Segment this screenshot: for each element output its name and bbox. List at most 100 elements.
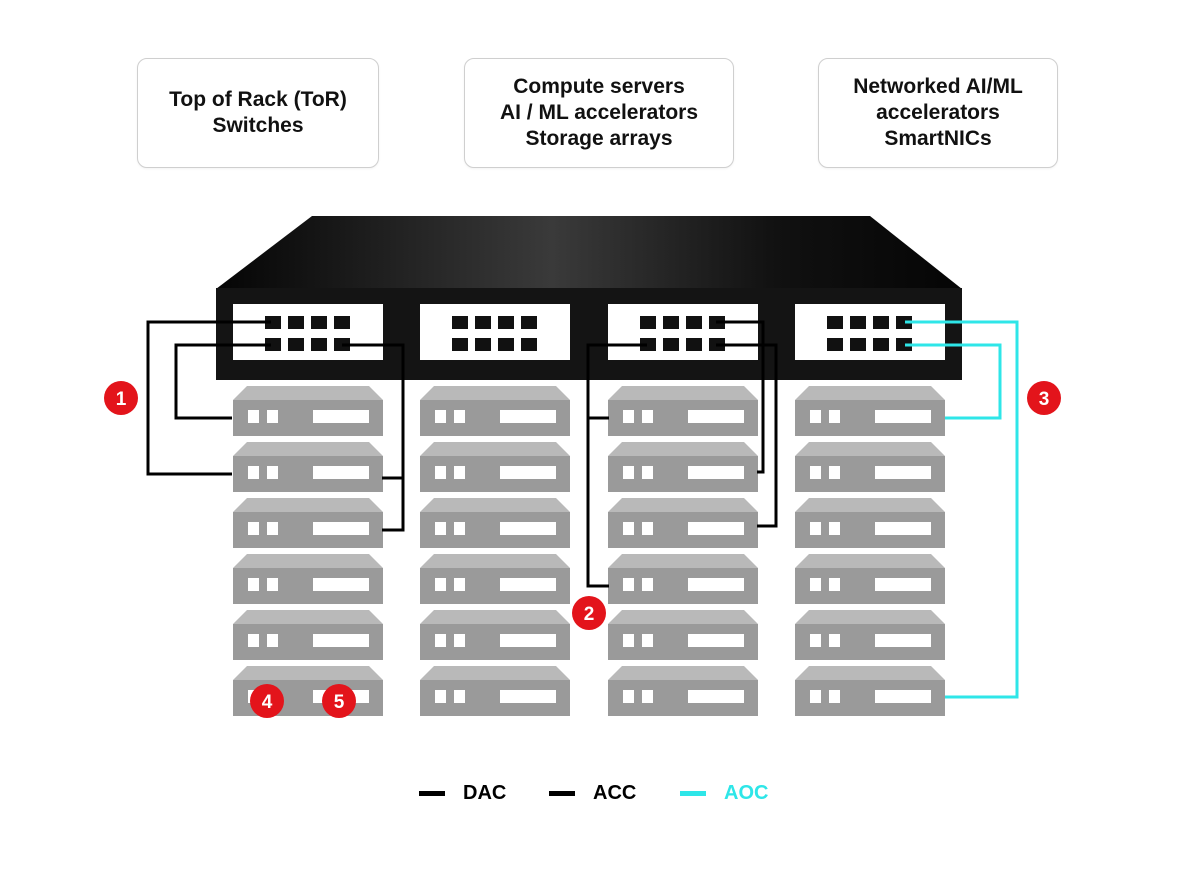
server-port bbox=[623, 578, 634, 591]
switch-port bbox=[452, 316, 468, 329]
server-port bbox=[623, 690, 634, 703]
marker-5: 5 bbox=[322, 684, 356, 718]
switch-port bbox=[686, 316, 702, 329]
server-drive-bay bbox=[500, 466, 556, 479]
server-drive-bay bbox=[500, 410, 556, 423]
server-drive-bay bbox=[875, 410, 931, 423]
tor-line-1: Top of Rack (ToR) bbox=[169, 88, 347, 111]
server-drive-bay bbox=[500, 522, 556, 535]
server-port bbox=[267, 522, 278, 535]
server-port bbox=[267, 634, 278, 647]
server-top bbox=[608, 610, 758, 624]
marker-2: 2 bbox=[572, 596, 606, 630]
server-port bbox=[642, 578, 653, 591]
server-port bbox=[829, 578, 840, 591]
switch-port-panel-2 bbox=[420, 304, 570, 360]
server-port bbox=[435, 522, 446, 535]
server-unit bbox=[795, 610, 945, 660]
server-top bbox=[420, 498, 570, 512]
server-drive-bay bbox=[688, 410, 744, 423]
server-port bbox=[454, 634, 465, 647]
server-unit bbox=[608, 666, 758, 716]
acc-cable-1c bbox=[342, 343, 405, 532]
server-unit bbox=[795, 498, 945, 548]
legend-item-aoc: AOC bbox=[680, 778, 768, 808]
server-drive-bay bbox=[500, 634, 556, 647]
server-unit bbox=[233, 498, 383, 548]
server-port bbox=[248, 522, 259, 535]
switch-port bbox=[896, 338, 912, 351]
networked-accelerators-label-box: Networked AI/ML accelerators SmartNICs bbox=[818, 58, 1058, 168]
server-port bbox=[642, 634, 653, 647]
tor-switches-label-box: Top of Rack (ToR) Switches bbox=[137, 58, 379, 168]
server-port bbox=[623, 466, 634, 479]
switch-port bbox=[827, 338, 843, 351]
server-top bbox=[795, 498, 945, 512]
server-top bbox=[420, 554, 570, 568]
server-drive-bay bbox=[313, 634, 369, 647]
server-port bbox=[267, 466, 278, 479]
server-top bbox=[233, 666, 383, 680]
switch-top-face bbox=[216, 216, 962, 289]
legend: DAC ACC AOC bbox=[0, 778, 1193, 808]
server-port bbox=[642, 690, 653, 703]
server-port bbox=[248, 410, 259, 423]
server-port bbox=[810, 522, 821, 535]
compute-line-3: Storage arrays bbox=[525, 127, 673, 150]
legend-swatch-acc bbox=[549, 790, 575, 796]
server-port bbox=[248, 466, 259, 479]
switch-port bbox=[475, 338, 491, 351]
server-top bbox=[233, 610, 383, 624]
marker-4: 4 bbox=[250, 684, 284, 718]
server-drive-bay bbox=[313, 410, 369, 423]
server-top bbox=[608, 386, 758, 400]
switch-port-panel-1 bbox=[233, 304, 383, 360]
server-top bbox=[420, 666, 570, 680]
switch-port bbox=[311, 338, 327, 351]
server-top bbox=[233, 442, 383, 456]
server-top bbox=[608, 498, 758, 512]
switch-port bbox=[265, 338, 281, 351]
switch-port bbox=[311, 316, 327, 329]
marker-label: 2 bbox=[584, 604, 595, 625]
switch-port bbox=[475, 316, 491, 329]
server-port bbox=[454, 410, 465, 423]
server-drive-bay bbox=[875, 522, 931, 535]
server-top bbox=[233, 386, 383, 400]
tor-line-2: Switches bbox=[212, 114, 304, 137]
port-panel-face bbox=[420, 304, 570, 360]
server-drive-bay bbox=[313, 466, 369, 479]
network-line-1: Networked AI/ML bbox=[853, 75, 1023, 98]
legend-swatch-dac bbox=[419, 790, 445, 796]
server-unit bbox=[420, 498, 570, 548]
switch-port bbox=[663, 316, 679, 329]
server-drive-bay bbox=[688, 578, 744, 591]
server-port bbox=[248, 634, 259, 647]
port-panel-face bbox=[795, 304, 945, 360]
switch-port bbox=[640, 316, 656, 329]
server-unit bbox=[420, 666, 570, 716]
marker-circle bbox=[322, 684, 356, 718]
server-port bbox=[642, 522, 653, 535]
server-port bbox=[810, 466, 821, 479]
server-top bbox=[420, 442, 570, 456]
server-unit bbox=[420, 442, 570, 492]
switch-port bbox=[896, 316, 912, 329]
server-port bbox=[810, 410, 821, 423]
dac-cable-2a bbox=[586, 343, 647, 588]
server-port bbox=[829, 634, 840, 647]
server-unit bbox=[608, 386, 758, 436]
server-port bbox=[267, 410, 278, 423]
server-unit bbox=[795, 666, 945, 716]
server-port bbox=[248, 578, 259, 591]
server-port bbox=[454, 466, 465, 479]
server-drive-bay bbox=[688, 634, 744, 647]
network-line-2: accelerators bbox=[876, 101, 1000, 124]
switch-port bbox=[498, 316, 514, 329]
compute-servers-label-box: Compute servers AI / ML accelerators Sto… bbox=[464, 58, 734, 168]
switch-port-panel-3 bbox=[608, 304, 758, 360]
server-unit bbox=[608, 442, 758, 492]
marker-circle bbox=[1027, 381, 1061, 415]
acc-cable-2c bbox=[716, 320, 765, 474]
port-panel-face bbox=[233, 304, 383, 360]
